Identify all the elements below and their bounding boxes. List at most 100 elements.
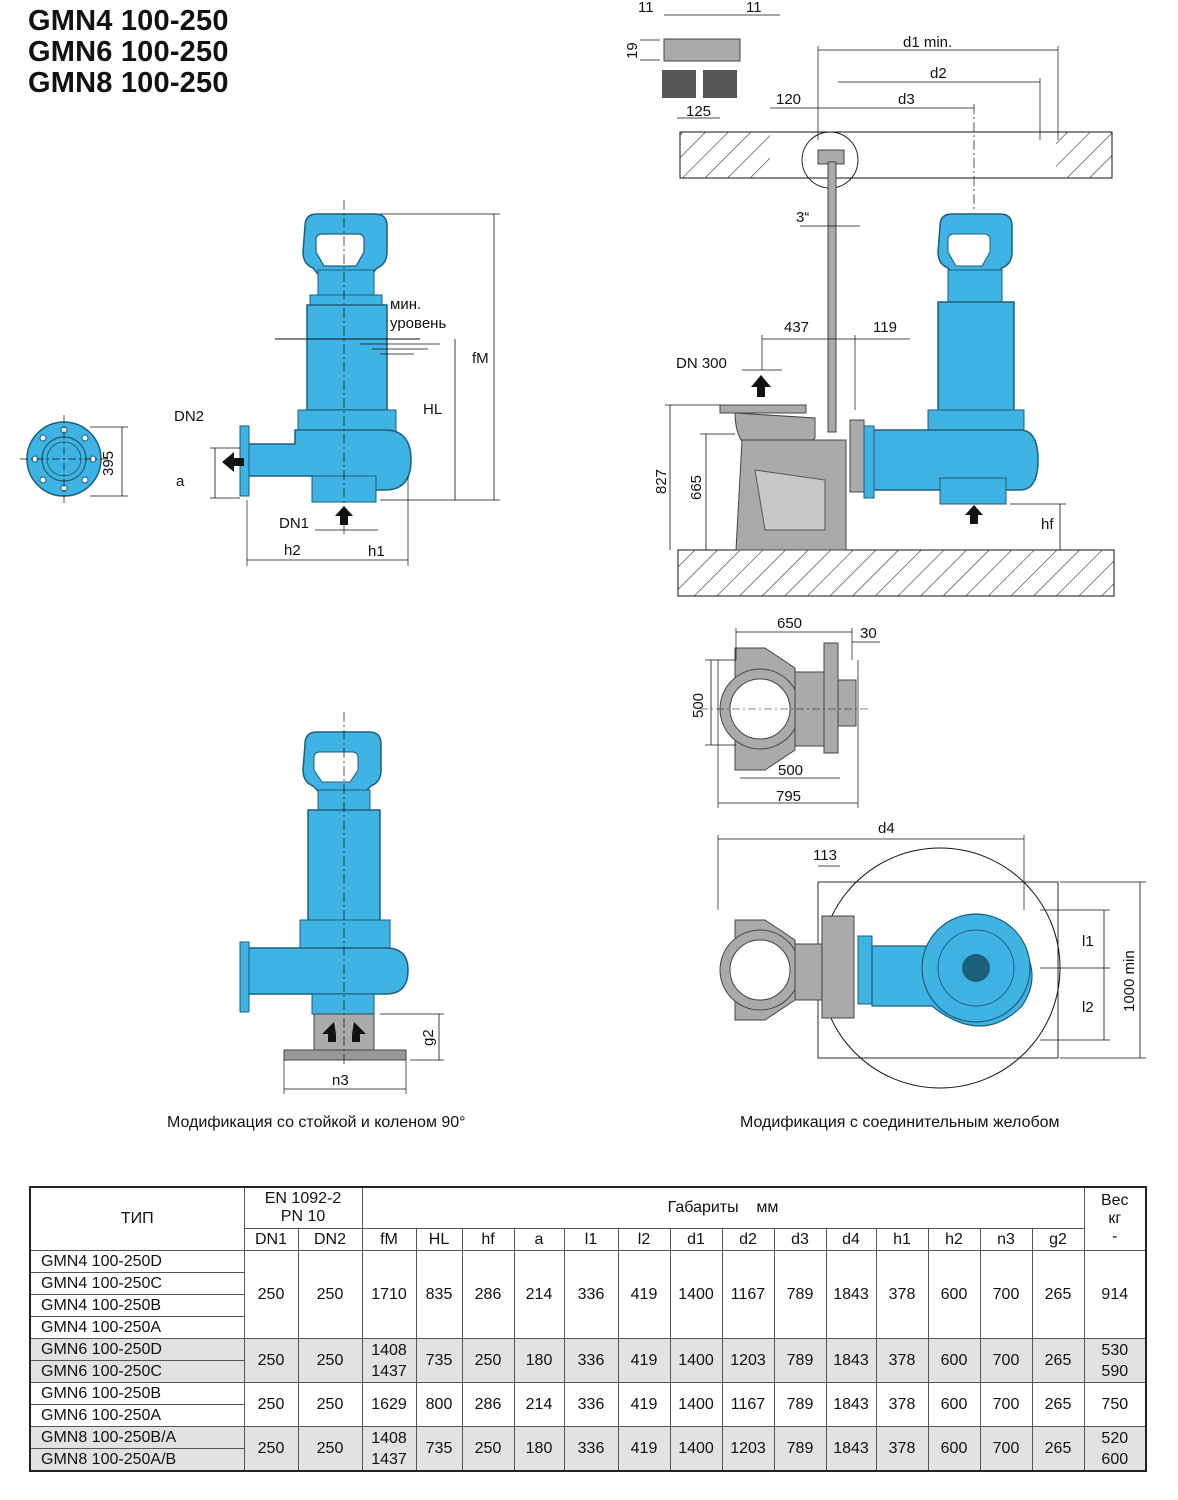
channel-plan-view: d4 113 l1 l2 1000 min [717, 820, 1146, 1089]
cell-value: 914 [1083, 1250, 1147, 1339]
cell-value-line: 336 [577, 1396, 605, 1413]
cell-value: 265 [1031, 1250, 1085, 1339]
cell-value-line: 600 [940, 1286, 968, 1303]
dim-d3: d3 [898, 91, 915, 108]
dim-l1: l1 [1082, 933, 1094, 950]
dim-827: 827 [653, 469, 670, 494]
cell-value-line: 1400 [678, 1352, 714, 1369]
cell-value: 419 [617, 1338, 671, 1383]
cell-value-line: 530 [1101, 1341, 1129, 1359]
cell-value-line: 265 [1044, 1396, 1072, 1413]
cell-value-line: 735 [425, 1352, 453, 1369]
dim-113: 113 [813, 847, 837, 864]
cell-value: 250 [461, 1338, 515, 1383]
cell-value: 286 [461, 1250, 515, 1339]
cell-value-line: 835 [425, 1286, 453, 1303]
cell-value: 1843 [825, 1426, 877, 1472]
cell-value: 265 [1031, 1382, 1085, 1427]
title-gmn6: GMN6 100-250 [28, 36, 229, 68]
cell-value: 789 [773, 1382, 827, 1427]
dim-437: 437 [784, 319, 809, 336]
cell-value-line: 600 [1101, 1450, 1129, 1468]
cell-value: 250 [297, 1382, 363, 1427]
cell-value-line: 336 [577, 1440, 605, 1457]
cell-value-line: 180 [525, 1352, 553, 1369]
cell-value-line: 214 [525, 1396, 553, 1413]
cell-value: 1710 [361, 1250, 417, 1339]
cell-value: 700 [979, 1426, 1033, 1472]
cell-value-line: 250 [474, 1440, 502, 1457]
cell-value-line: 700 [992, 1440, 1020, 1457]
cell-value: 250 [297, 1338, 363, 1383]
header-weight-line2: кг [1108, 1210, 1122, 1227]
cell-value: 1400 [669, 1382, 723, 1427]
model-titles: GMN4 100-250 GMN6 100-250 GMN8 100-250 [28, 6, 229, 99]
header-col-dn2: DN2 [297, 1228, 363, 1251]
label-h1: h1 [368, 543, 385, 560]
title-gmn4: GMN4 100-250 [28, 5, 229, 37]
cell-value-line: 265 [1044, 1286, 1072, 1303]
cell-value: 250 [297, 1250, 363, 1339]
cell-type: GMN6 100-250D [29, 1338, 245, 1361]
header-col-hf: hf [461, 1228, 515, 1251]
cell-value: 1629 [361, 1382, 417, 1427]
cell-value: 700 [979, 1338, 1033, 1383]
table-head: ТИП EN 1092-2 PN 10 Габариты мм Вес кг -… [29, 1186, 1147, 1251]
cell-value: 789 [773, 1250, 827, 1339]
dim-d1: d1 min. [903, 34, 952, 51]
table-row: GMN8 100-250A/B [29, 1448, 1146, 1472]
cell-value-line: 250 [257, 1286, 285, 1303]
cell-value: 250 [243, 1250, 299, 1339]
cell-value: 1400 [669, 1426, 723, 1472]
cell-value-line: 600 [940, 1352, 968, 1369]
header-col-n3: n3 [979, 1228, 1033, 1251]
cell-type: GMN4 100-250D [29, 1250, 245, 1273]
cell-value: 214 [513, 1382, 565, 1427]
dim-11-left: 11 [638, 0, 654, 16]
cell-value-line: 250 [257, 1396, 285, 1413]
cell-value: 600 [927, 1338, 981, 1383]
cell-value-line: 419 [630, 1440, 658, 1457]
cell-type: GMN4 100-250A [29, 1316, 245, 1339]
header-col-d2: d2 [721, 1228, 775, 1251]
dim-d4: d4 [878, 820, 895, 837]
cell-value-line: 286 [474, 1286, 502, 1303]
cell-value-line: 1843 [833, 1286, 869, 1303]
cell-value-line: 378 [888, 1396, 916, 1413]
header-col-h1: h1 [875, 1228, 929, 1251]
label-a: a [176, 473, 185, 490]
pump-stand-view: g2 n3 [239, 712, 444, 1094]
label-hf: hf [1041, 516, 1054, 533]
header-standard-line2: PN 10 [280, 1208, 326, 1225]
cell-value-line: 378 [888, 1440, 916, 1457]
cell-value: 735 [415, 1338, 463, 1383]
cell-value: 419 [617, 1382, 671, 1427]
technical-drawing: 395 мин. уро [20, 0, 1146, 1094]
cell-value: 419 [617, 1250, 671, 1339]
dim-795: 795 [776, 788, 801, 805]
cell-value-line: 590 [1101, 1362, 1129, 1380]
header-col-d1: d1 [669, 1228, 723, 1251]
cell-value: 250 [243, 1382, 299, 1427]
cell-value-line: 250 [316, 1440, 344, 1457]
header-col-dn1: DN1 [243, 1228, 299, 1251]
discharge-flange-view: 395 [20, 415, 128, 503]
cell-value-line: 600 [940, 1396, 968, 1413]
dim-500-horizontal: 500 [778, 762, 803, 779]
cell-value-line: 419 [630, 1286, 658, 1303]
cell-value-line: 214 [525, 1286, 553, 1303]
header-col-d4: d4 [825, 1228, 877, 1251]
dim-30: 30 [860, 625, 877, 642]
cell-value-line: 250 [316, 1396, 344, 1413]
header-weight-line3: - [1112, 1228, 1118, 1245]
cell-value-line: 180 [525, 1440, 553, 1457]
cell-value-line: 1437 [371, 1450, 407, 1468]
dimensions-table: ТИП EN 1092-2 PN 10 Габариты мм Вес кг -… [29, 1186, 1148, 1472]
cell-value-line: 1843 [833, 1352, 869, 1369]
